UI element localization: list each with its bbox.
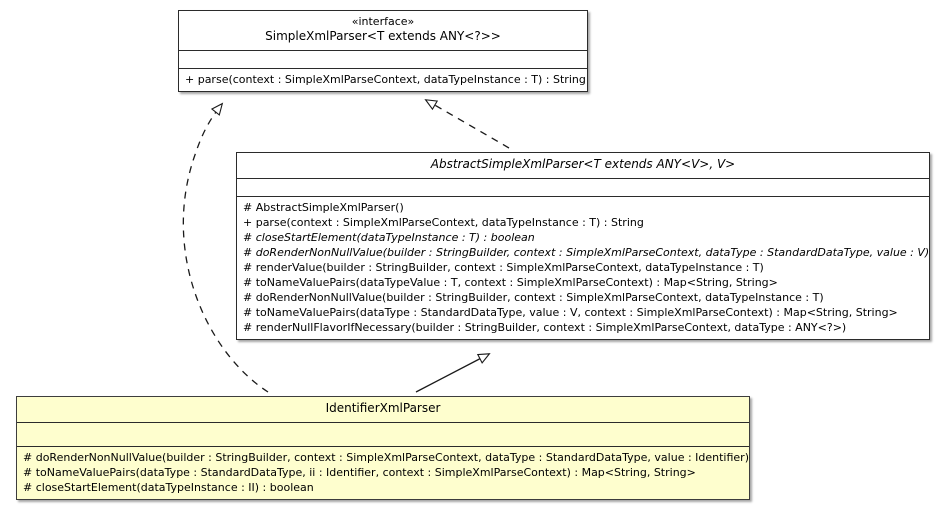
class-name-label: AbstractSimpleXmlParser<T extends ANY<V>… [430,157,736,171]
operations-compartment: + parse(context : SimpleXmlParseContext,… [179,69,587,91]
operation-row: # doRenderNonNullValue(builder : StringB… [243,246,930,259]
operations-compartment: # doRenderNonNullValue(builder : StringB… [17,447,749,499]
operation-row: # toNameValuePairs(dataType : StandardDa… [243,306,898,319]
operation-row: # toNameValuePairs(dataType : StandardDa… [23,466,696,479]
class-box-simplexmlparser[interactable]: «interface» SimpleXmlParser<T extends AN… [178,10,588,92]
operation-row: # closeStartElement(dataTypeInstance : T… [243,231,535,244]
class-name-compartment: AbstractSimpleXmlParser<T extends ANY<V>… [237,153,929,179]
class-name-label: IdentifierXmlParser [325,401,441,415]
operation-row: # renderNullFlavorIfNecessary(builder : … [243,321,847,334]
operation-row: + parse(context : SimpleXmlParseContext,… [243,216,644,229]
operation-row: + parse(context : SimpleXmlParseContext,… [185,73,586,86]
operation-row: # doRenderNonNullValue(builder : StringB… [243,291,824,304]
class-box-identifierxmlparser[interactable]: IdentifierXmlParser # doRenderNonNullVal… [16,396,750,500]
attributes-compartment [17,423,749,447]
class-name-compartment: «interface» SimpleXmlParser<T extends AN… [179,11,587,51]
operation-row: # AbstractSimpleXmlParser() [243,201,404,214]
class-name-label: SimpleXmlParser<T extends ANY<?>> [265,28,501,43]
class-name-compartment: IdentifierXmlParser [17,397,749,423]
operation-row: # toNameValuePairs(dataTypeValue : T, co… [243,276,778,289]
stereotype-label: «interface» [351,15,415,28]
edge-abstract-realizes-interface [426,100,510,149]
edge-identifier-extends-abstract [415,354,489,393]
attributes-compartment [179,51,587,69]
operations-compartment: # AbstractSimpleXmlParser() + parse(cont… [237,197,929,339]
operation-row: # renderValue(builder : StringBuilder, c… [243,261,764,274]
attributes-compartment [237,179,929,197]
class-box-abstractsimplexmlparser[interactable]: AbstractSimpleXmlParser<T extends ANY<V>… [236,152,930,340]
operation-row: # doRenderNonNullValue(builder : StringB… [23,451,749,464]
operation-row: # closeStartElement(dataTypeInstance : I… [23,481,314,494]
